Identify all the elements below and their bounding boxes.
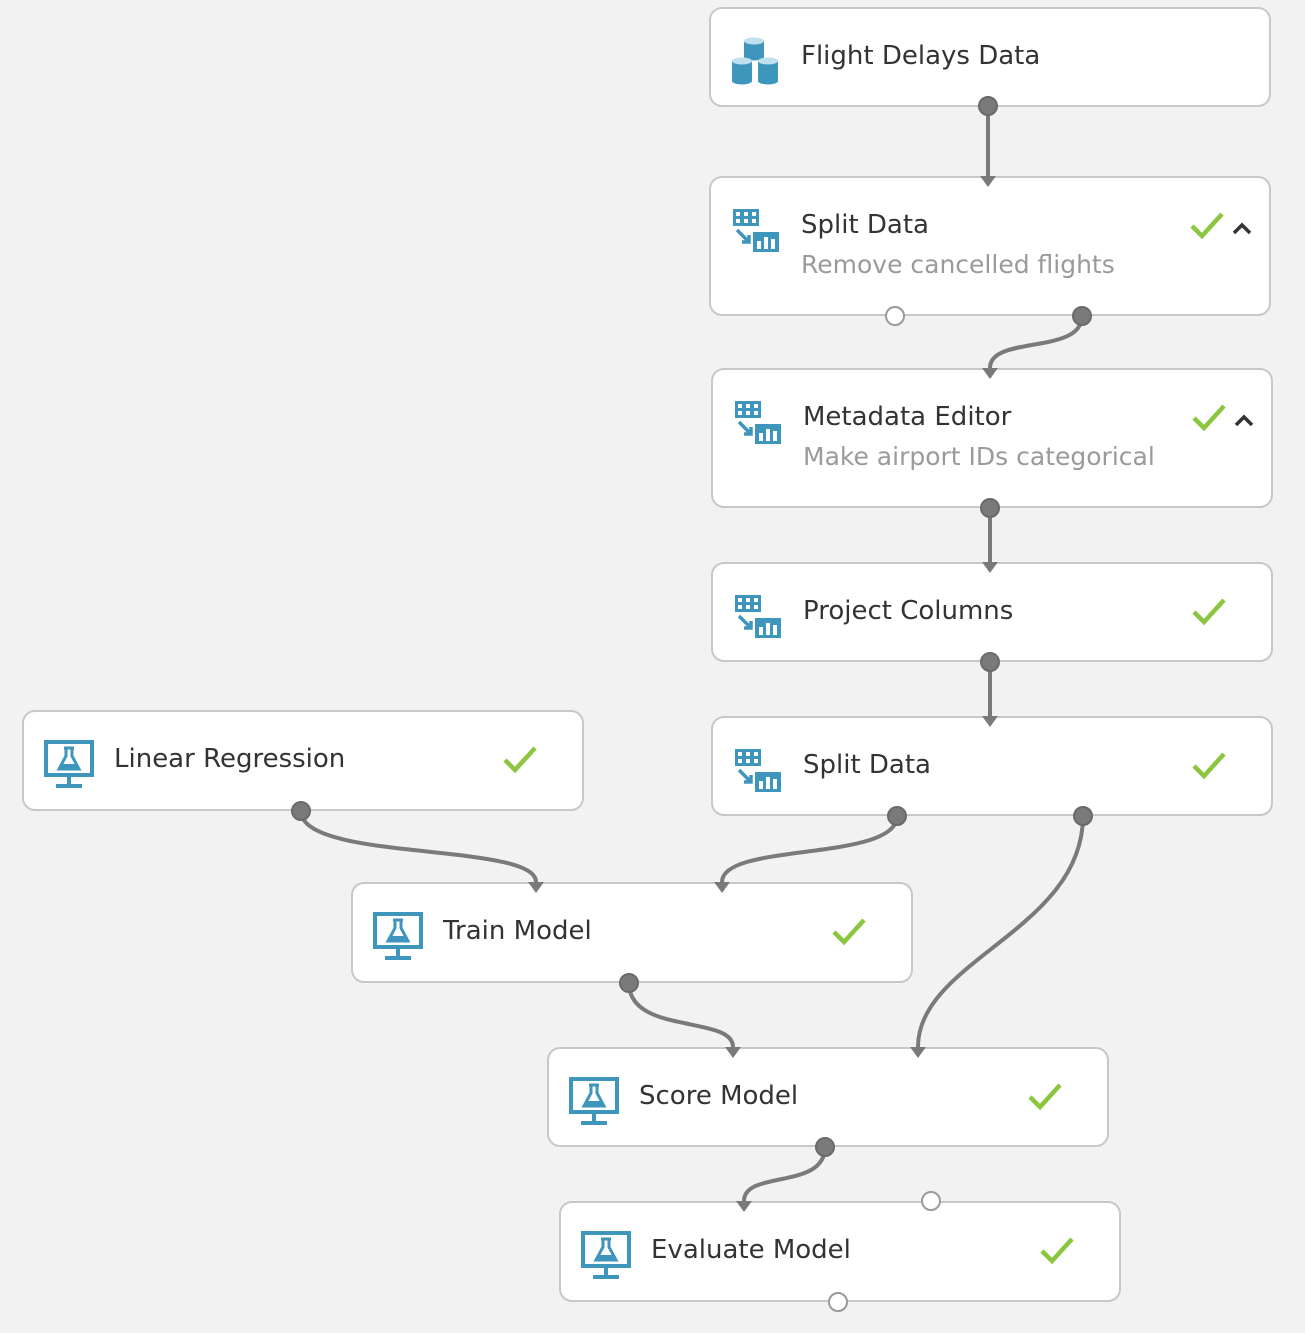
collapse-caret-icon[interactable] (1231, 220, 1253, 236)
input-port[interactable] (714, 882, 730, 893)
node-title: Split Data (801, 210, 929, 240)
dataset-icon (732, 37, 778, 85)
node-project-columns[interactable]: Project Columns (711, 562, 1273, 662)
check-icon (1192, 752, 1226, 780)
input-port[interactable] (982, 368, 998, 379)
output-port[interactable] (1073, 806, 1093, 826)
input-port[interactable] (725, 1047, 741, 1058)
check-icon (1040, 1237, 1074, 1265)
check-icon (1192, 404, 1226, 432)
node-title: Metadata Editor (803, 402, 1012, 432)
wire-score-model-to-evaluate-model (742, 1145, 827, 1203)
node-train-model[interactable]: Train Model (351, 882, 913, 983)
node-split-data-1[interactable]: Split Data Remove cancelled flights (709, 176, 1271, 316)
check-icon (503, 746, 537, 774)
node-linear-regression[interactable]: Linear Regression (22, 710, 584, 811)
wire-train-model-to-score-model (627, 981, 735, 1049)
input-port[interactable] (982, 562, 998, 573)
input-port-empty[interactable] (921, 1191, 941, 1211)
input-port[interactable] (982, 716, 998, 727)
collapse-caret-icon[interactable] (1233, 412, 1255, 428)
node-title: Score Model (639, 1081, 799, 1111)
wire-split-data-to-score-model (916, 814, 1085, 1049)
machine-learning-icon (569, 1077, 619, 1125)
check-icon (832, 918, 866, 946)
node-flight-delays-data[interactable]: Flight Delays Data (709, 7, 1271, 107)
output-port[interactable] (291, 801, 311, 821)
machine-learning-icon (44, 740, 94, 788)
output-port[interactable] (887, 806, 907, 826)
data-transform-icon (735, 401, 781, 444)
machine-learning-icon (373, 912, 423, 960)
node-metadata-editor[interactable]: Metadata Editor Make airport IDs categor… (711, 368, 1273, 508)
node-title: Flight Delays Data (801, 41, 1041, 71)
machine-learning-icon (581, 1231, 631, 1279)
check-icon (1190, 212, 1224, 240)
output-port[interactable] (619, 973, 639, 993)
wire-linear-regression-to-train-model (299, 809, 538, 884)
node-evaluate-model[interactable]: Evaluate Model (559, 1201, 1121, 1302)
input-port[interactable] (736, 1201, 752, 1212)
node-title: Evaluate Model (651, 1235, 851, 1265)
input-port[interactable] (910, 1047, 926, 1058)
node-comment: Make airport IDs categorical (803, 442, 1155, 471)
data-transform-icon (735, 749, 781, 792)
node-split-data-2[interactable]: Split Data (711, 716, 1273, 816)
input-port[interactable] (528, 882, 544, 893)
output-port[interactable] (828, 1292, 848, 1312)
output-port[interactable] (815, 1137, 835, 1157)
input-port[interactable] (980, 176, 996, 187)
data-transform-icon (735, 595, 781, 638)
wire-split-data-to-train-model (720, 814, 899, 884)
node-title: Project Columns (803, 596, 1014, 626)
node-title: Split Data (803, 750, 931, 780)
output-port[interactable] (1072, 306, 1092, 326)
check-icon (1028, 1083, 1062, 1111)
node-comment: Remove cancelled flights (801, 250, 1115, 279)
output-port[interactable] (978, 96, 998, 116)
node-score-model[interactable]: Score Model (547, 1047, 1109, 1147)
output-port[interactable] (980, 652, 1000, 672)
wire-split-data-to-metadata-editor (988, 314, 1084, 370)
data-transform-icon (733, 209, 779, 252)
check-icon (1192, 598, 1226, 626)
node-title: Linear Regression (114, 744, 346, 774)
output-port[interactable] (980, 498, 1000, 518)
node-title: Train Model (443, 916, 592, 946)
output-port[interactable] (885, 306, 905, 326)
